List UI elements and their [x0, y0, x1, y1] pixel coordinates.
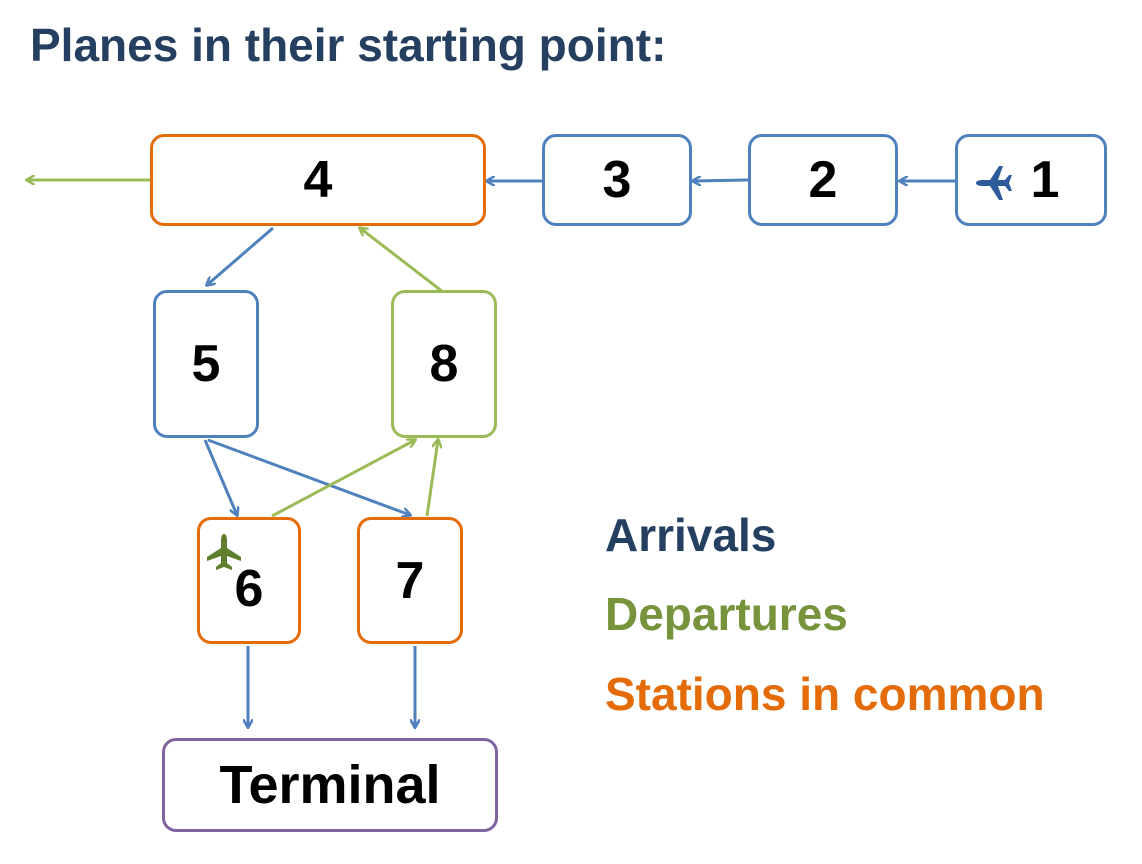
station-4: 4 [150, 134, 486, 226]
station-2: 2 [748, 134, 898, 226]
legend-departures: Departures [605, 588, 848, 640]
arrow-2-to-3 [693, 180, 749, 181]
station-5: 5 [153, 290, 259, 438]
station-8: 8 [391, 290, 497, 438]
arrow-8-to-4 [360, 228, 444, 294]
station-5-label: 5 [191, 335, 221, 393]
station-3-label: 3 [602, 151, 632, 209]
station-6: 6 [197, 517, 301, 644]
arrow-5-to-7 [207, 438, 410, 515]
airplane-icon [207, 534, 241, 570]
page-title: Planes in their starting point: [30, 19, 667, 71]
station-3: 3 [542, 134, 692, 226]
terminal: Terminal [162, 738, 498, 832]
station-1: 1 [955, 134, 1107, 226]
terminal-label: Terminal [219, 755, 441, 815]
station-2-label: 2 [808, 151, 838, 209]
legend-stations-in-common: Stations in common [605, 668, 1045, 720]
station-6-label: 6 [234, 559, 264, 618]
arrow-7-to-8 [425, 440, 438, 517]
station-7-label: 7 [395, 551, 425, 610]
legend-arrivals: Arrivals [605, 509, 777, 561]
arrow-4-to-5 [207, 226, 274, 285]
arrow-5-to-6 [203, 439, 237, 515]
station-4-label: 4 [303, 151, 333, 209]
airplane-icon [976, 166, 1012, 200]
station-1-label: 1 [1030, 151, 1060, 209]
station-7: 7 [357, 517, 463, 644]
arrow-6-to-8 [271, 440, 415, 518]
station-8-label: 8 [429, 335, 459, 393]
